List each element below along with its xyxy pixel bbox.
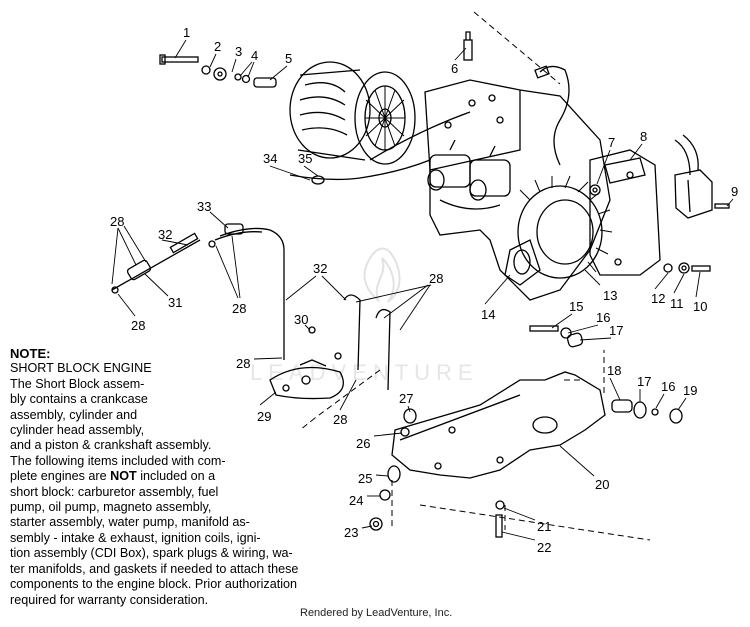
pulley-bolt-hardware (159, 54, 277, 88)
note-line: The following items included with com- (10, 453, 226, 468)
cdi-box (674, 134, 730, 219)
note-line: sembly - intake & exhaust, ignition coil… (10, 530, 261, 545)
part-callout-19: 19 (683, 383, 698, 398)
part-callout-15: 15 (569, 299, 584, 314)
part-callout-9: 9 (731, 184, 739, 199)
part-callout-17: 17 (609, 323, 624, 338)
part-callout-33: 33 (197, 199, 212, 214)
reference-lines (299, 11, 651, 541)
engine-mount-plate (391, 371, 606, 479)
part-callout-1: 1 (183, 25, 191, 40)
spark-plug-wire (534, 65, 570, 166)
part-callout-28: 28 (232, 301, 247, 316)
leadventure-watermark: LEADVENTURE (250, 360, 479, 385)
spark-plug (463, 31, 473, 61)
note-line: ter manifolds, and gaskets if needed to … (10, 561, 299, 576)
part-callout-3: 3 (235, 44, 243, 59)
part-callout-23: 23 (344, 525, 359, 540)
plate-fasteners (369, 408, 505, 538)
note-line: components to the engine block. Prior au… (10, 577, 298, 592)
short-block-note: NOTE: SHORT BLOCK ENGINE The Short Block… (10, 346, 350, 608)
part-callout-32: 32 (158, 227, 173, 242)
part-callout-13: 13 (603, 288, 618, 303)
note-line: tion assembly (CDI Box), spark plugs & w… (10, 546, 293, 561)
note-emphasis: NOT (110, 469, 137, 484)
part-callout-24: 24 (349, 493, 364, 508)
part-callout-28: 28 (429, 271, 444, 286)
note-line: cylinder head assembly, (10, 423, 145, 438)
part-callout-7: 7 (608, 135, 616, 150)
part-callout-14: 14 (481, 307, 496, 322)
part-callout-6: 6 (451, 61, 459, 76)
part-callout-11: 11 (670, 296, 684, 311)
part-callout-21: 21 (537, 519, 552, 534)
part-callout-2: 2 (214, 39, 222, 54)
part-callout-10: 10 (693, 299, 708, 314)
render-credit: Rendered by LeadVenture, Inc. (300, 607, 453, 619)
part-callout-26: 26 (356, 436, 371, 451)
note-line: plete engines are NOT included on a (10, 469, 216, 484)
watermark-flame-icon (363, 247, 401, 304)
part-callout-22: 22 (537, 540, 552, 555)
note-line: starter assembly, water pump, manifold a… (10, 515, 250, 530)
engine-block (424, 79, 613, 301)
fuel-filter-assembly (111, 223, 244, 294)
cover-bolt-hardware (663, 262, 711, 274)
part-callout-16: 16 (661, 379, 676, 394)
note-line: short block: carburetor assembly, fuel (10, 484, 219, 499)
note-line: required for warranty consideration. (10, 592, 209, 607)
part-callout-35: 35 (298, 151, 313, 166)
note-line: assembly, cylinder and (10, 407, 138, 422)
callout-leaders (111, 39, 734, 541)
part-callout-18: 18 (607, 363, 622, 378)
part-callout-28: 28 (110, 214, 125, 229)
part-callout-5: 5 (285, 51, 293, 66)
part-callout-17: 17 (637, 374, 652, 389)
note-line: The Short Block assem- (10, 376, 145, 391)
part-callout-28: 28 (333, 412, 348, 427)
carburetor-assembly (427, 139, 511, 201)
part-callout-32: 32 (313, 261, 328, 276)
part-callout-34: 34 (263, 151, 278, 166)
magneto-cover (589, 149, 661, 276)
part-callout-27: 27 (399, 391, 414, 406)
fuel-pump (269, 359, 344, 400)
engine-mount-hardware (529, 325, 683, 424)
part-callout-8: 8 (640, 129, 648, 144)
part-callout-20: 20 (595, 477, 610, 492)
part-callout-4: 4 (251, 48, 259, 63)
part-callout-28: 28 (236, 356, 251, 371)
note-line: bly contains a crankcase (10, 392, 148, 407)
part-callout-29: 29 (257, 409, 272, 424)
note-line: SHORT BLOCK ENGINE (10, 361, 152, 376)
part-callout-30: 30 (294, 312, 309, 327)
note-line: pump, oil pump, magneto assembly, (10, 500, 212, 515)
part-callout-31: 31 (168, 295, 183, 310)
note-title: NOTE: (10, 346, 51, 361)
part-callout-28: 28 (131, 318, 146, 333)
note-line: and a piston & crankshaft assembly. (10, 438, 212, 453)
recoil-starter-assembly (289, 61, 416, 165)
fuel-lines (214, 227, 391, 391)
part-callout-12: 12 (651, 291, 666, 306)
part-callout-25: 25 (358, 471, 373, 486)
part-callout-16: 16 (596, 310, 611, 325)
